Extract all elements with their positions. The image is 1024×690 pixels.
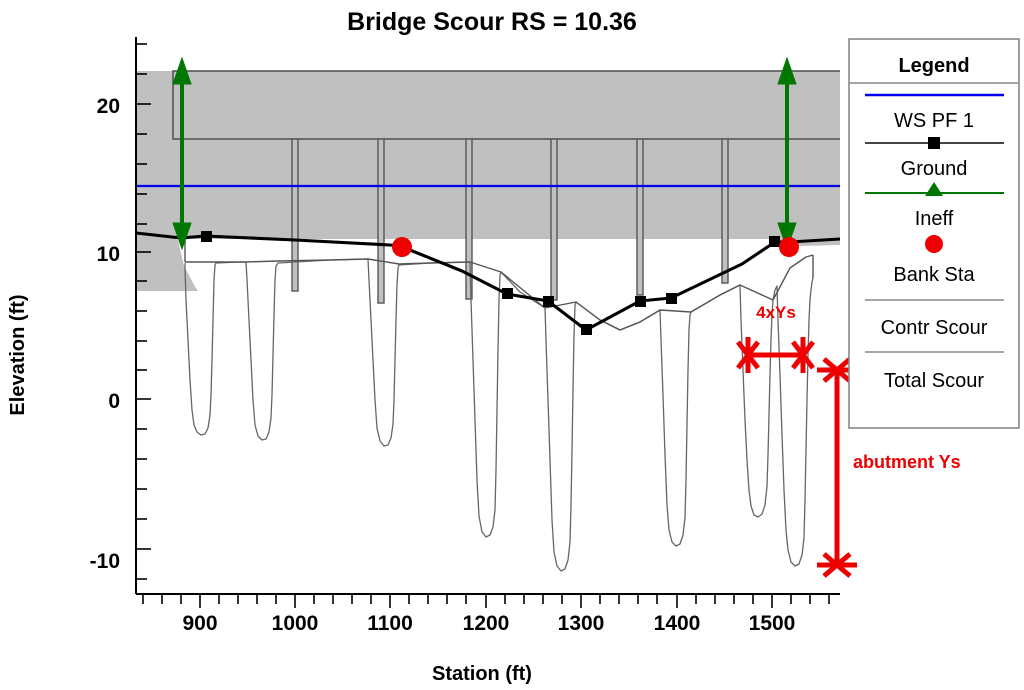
x-tick-label: 900 <box>182 612 217 635</box>
axes-frame <box>135 37 840 595</box>
pier <box>636 138 644 296</box>
ground-marker <box>581 324 592 335</box>
circle-marker-icon <box>925 235 943 253</box>
y-axis-ticks <box>136 43 151 580</box>
annotation-4xys-label: 4xYs <box>756 303 796 322</box>
bank-sta-dot <box>779 237 799 257</box>
pier <box>721 138 729 284</box>
page-title: Bridge Scour RS = 10.36 <box>347 8 637 36</box>
y-tick-label: -10 <box>90 550 120 573</box>
x-tick-label: 1300 <box>558 612 605 635</box>
total-scour-line <box>184 258 814 572</box>
ground-markers <box>201 231 780 335</box>
legend-label: Ineff <box>915 208 954 230</box>
ground-marker <box>543 296 554 307</box>
legend-label: Contr Scour <box>881 317 988 339</box>
pier <box>291 138 299 292</box>
x-axis-title: Station (ft) <box>432 663 532 685</box>
annotation-abutment-ys-label: abutment Ys <box>853 452 961 472</box>
legend-label: Bank Sta <box>893 264 975 286</box>
legend-label: Ground <box>901 158 968 180</box>
y-tick-label: 10 <box>97 243 120 266</box>
ground-marker <box>666 293 677 304</box>
plot-content <box>136 56 840 572</box>
ineff-area-right-lower <box>773 139 840 246</box>
ground-marker <box>201 231 212 242</box>
contraction-scour-line <box>184 238 814 331</box>
x-tick-label: 1000 <box>272 612 319 635</box>
legend-label: Total Scour <box>884 370 984 392</box>
ground-line <box>136 231 840 332</box>
pier <box>465 138 473 300</box>
legend-item-ground[interactable]: Ground <box>865 137 1004 180</box>
x-axis-ticks <box>142 594 830 608</box>
legend-item-ineff[interactable]: Ineff <box>865 182 1004 230</box>
legend-item-contr-scour[interactable]: Contr Scour <box>865 299 1004 339</box>
x-tick-label: 1100 <box>367 612 413 635</box>
y-axis-title: Elevation (ft) <box>7 294 29 415</box>
legend-item-bank-sta[interactable]: Bank Sta <box>893 235 975 286</box>
square-marker-icon <box>928 137 940 149</box>
annotation-4xys <box>736 337 815 373</box>
legend-title: Legend <box>898 55 969 77</box>
ground-marker <box>769 236 780 247</box>
bank-sta-dot <box>392 237 412 257</box>
x-tick-label: 1400 <box>654 612 701 635</box>
legend-item-total-scour[interactable]: Total Scour <box>865 351 1004 392</box>
ineffective-arrows <box>172 56 797 251</box>
triangle-marker-icon <box>925 182 943 196</box>
legend[interactable]: Legend WS PF 1 Ground Ineff <box>848 38 1020 429</box>
bank-station-markers <box>392 237 799 257</box>
x-tick-label: 1500 <box>749 612 796 635</box>
pier <box>550 138 558 301</box>
bridge-deck <box>172 70 840 140</box>
ground-marker <box>502 288 513 299</box>
x-tick-label: 1200 <box>463 612 510 635</box>
legend-label: WS PF 1 <box>894 110 974 132</box>
pier <box>377 138 385 304</box>
ground-marker <box>635 296 646 307</box>
legend-item-ws-pf-1[interactable]: WS PF 1 <box>865 93 1004 132</box>
y-tick-label: 20 <box>97 95 120 118</box>
y-tick-label: 0 <box>108 390 120 413</box>
